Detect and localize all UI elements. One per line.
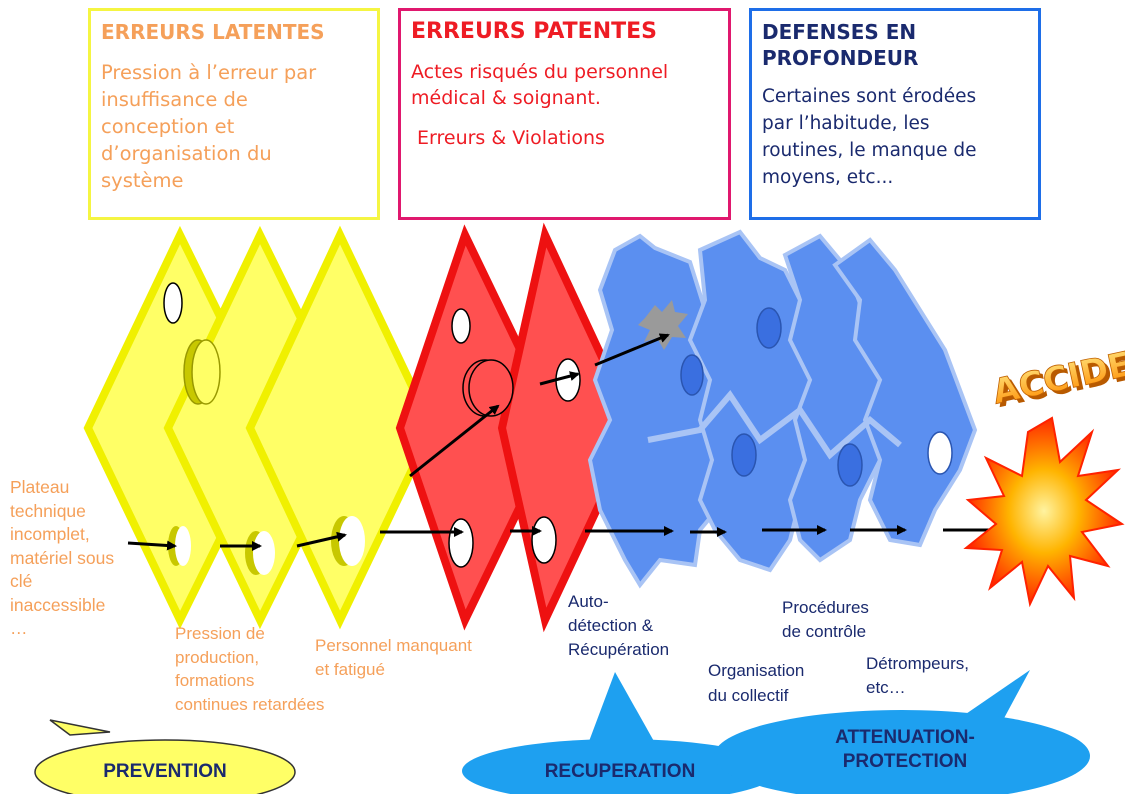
arrow [594,333,670,367]
hole [163,282,183,324]
defense-box: DEFENSES EN PROFONDEUR Certaines sont ér… [749,8,1041,220]
latent-line: Pression à l’erreur par [101,61,317,84]
latent-error-layers [83,225,437,630]
attenuation-label: ATTENUATION-PROTECTION [835,727,975,772]
hole [448,518,474,568]
arrow [539,371,580,386]
latent-errors-title: ERREURS LATENTES [101,20,325,44]
hole [253,531,275,575]
defense-line: routines, le manque de [762,140,977,161]
detrompeurs-label: Détrompeurs,etc… [866,654,969,697]
splash-icon [638,300,688,350]
patent-line: Actes risqués du personnel [411,61,669,83]
patent-error-layers [395,222,640,633]
auto-detection-label: Auto-détection &Récupération [568,592,670,659]
latent-line: système [101,169,184,192]
arrow [409,404,500,478]
hole [927,431,953,475]
blue-erosion [647,390,902,460]
defense-layers [587,229,978,589]
hole [468,359,514,417]
latent-line: insuffisance de [101,88,248,111]
hole [531,516,557,564]
prevention-label: PREVENTION [103,761,227,782]
recuperation-bubble [462,672,778,794]
explosion-icon [963,416,1125,608]
patent-errors-box: ERREURS PATENTES Actes risqués du person… [398,8,731,220]
defense-line: par l’habitude, les [762,113,930,134]
latent-errors-box: ERREURS LATENTES Pression à l’erreur par… [88,8,380,220]
accident-wordart: ACCIDENT ACCIDENT [989,333,1125,416]
defense-title-2: PROFONDEUR [762,46,919,70]
attenuation-bubble [714,670,1090,794]
hole [451,308,471,344]
defense-title-1: DEFENSES EN [762,20,917,44]
patent-extra: Erreurs & Violations [417,127,605,149]
latent-line: d’organisation du [101,142,272,165]
patent-errors-title: ERREURS PATENTES [411,19,657,44]
defense-line: moyens, etc... [762,167,894,188]
hole [837,443,863,487]
hole [731,433,757,477]
yellow-slice-3 [245,225,437,630]
latent-line: conception et [101,115,235,138]
defense-line: Certaines sont érodées [762,86,977,107]
hole [680,354,704,396]
arrow [296,531,347,548]
hole [756,307,782,349]
recuperation-label: RECUPERATION [544,761,696,782]
hole [339,516,365,566]
hole [191,339,221,405]
prevention-bubble [34,719,296,794]
hole [175,526,191,566]
patent-line: médical & soignant. [411,87,601,109]
arrow [127,540,177,551]
